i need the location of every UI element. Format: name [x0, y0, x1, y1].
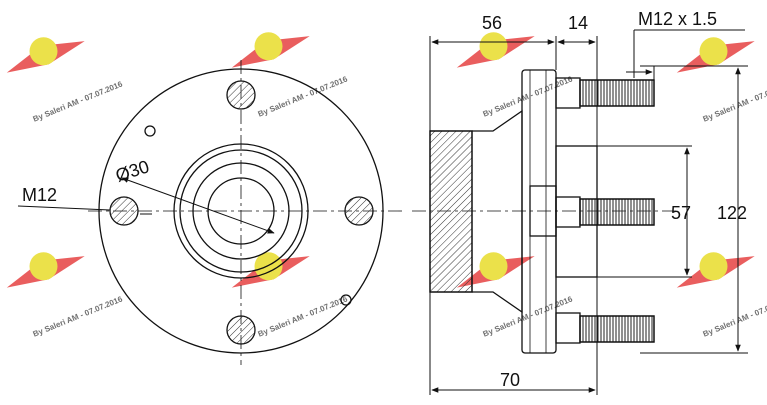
stud-hole [344, 196, 374, 226]
stud-hole [226, 315, 256, 345]
bearing-housing [429, 130, 473, 293]
small-hole [340, 294, 352, 306]
watermark-text: By Saleri AM - 07.07.2016 [482, 294, 575, 338]
thread-spec-label: M12 x 1.5 [638, 9, 717, 29]
watermark-logo: By Saleri AM - 07.07.2016 [676, 252, 767, 339]
watermark-text: By Saleri AM - 07.07.2016 [257, 74, 350, 118]
dim-14-label: 14 [568, 13, 588, 33]
watermark-text: By Saleri AM - 07.07.2016 [482, 74, 575, 118]
bore-label: Ø30 [113, 156, 152, 186]
stud-hole [109, 196, 139, 226]
stud [555, 196, 655, 228]
side-view [412, 69, 680, 354]
dim-122-label: 122 [717, 203, 747, 223]
watermark-text: By Saleri AM - 07.07.2016 [702, 79, 767, 123]
bore-leader [121, 177, 275, 234]
front-view [17, 60, 405, 365]
dim-57-label: 57 [671, 203, 691, 223]
flange-outline [98, 68, 384, 354]
watermark-text: By Saleri AM - 07.07.2016 [32, 79, 125, 123]
stud [555, 77, 655, 109]
small-hole [144, 125, 156, 137]
stud-thread-label: M12 [22, 185, 57, 205]
dimension-lines [429, 29, 748, 395]
stud-hole [226, 80, 256, 110]
watermark-logo: By Saleri AM - 07.07.2016 [6, 252, 125, 339]
dim-56-label: 56 [482, 13, 502, 33]
stud [555, 312, 655, 344]
watermark-logo: By Saleri AM - 07.07.2016 [6, 37, 125, 124]
watermark-logo: By Saleri AM - 07.07.2016 [676, 37, 767, 124]
watermark-text: By Saleri AM - 07.07.2016 [32, 294, 125, 338]
watermark-text: By Saleri AM - 07.07.2016 [702, 294, 767, 338]
m12-leader [17, 205, 111, 211]
dim-70-label: 70 [500, 370, 520, 390]
